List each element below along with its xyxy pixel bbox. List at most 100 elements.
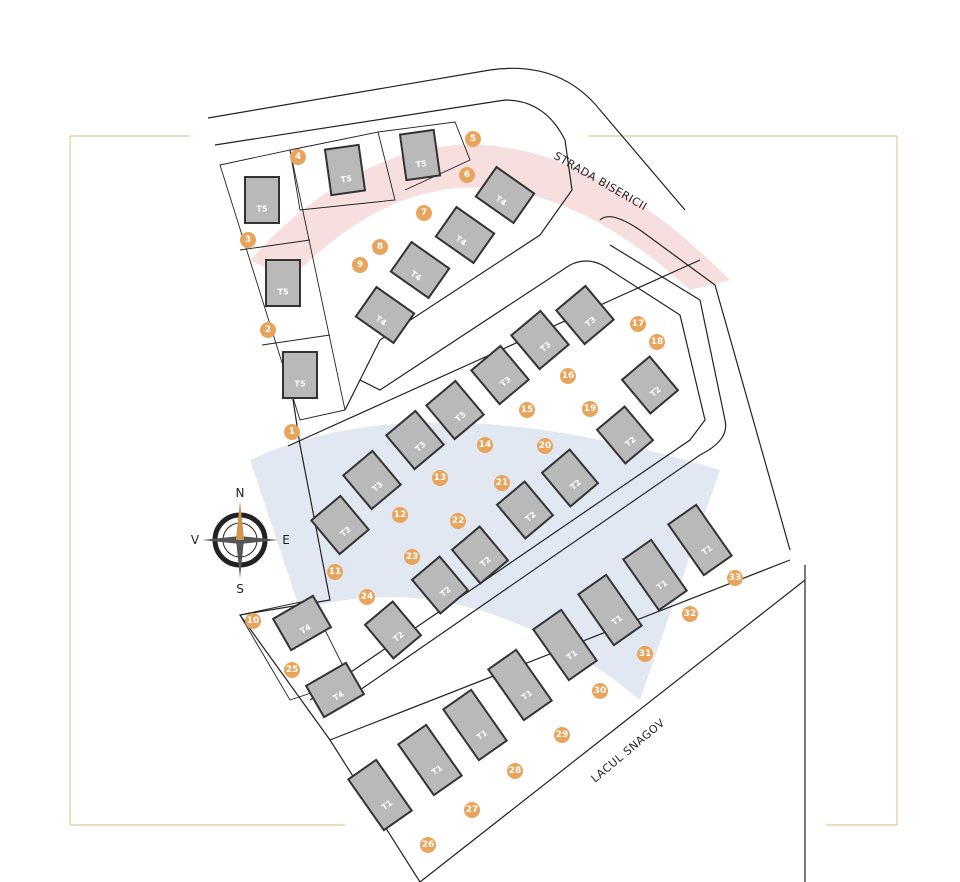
houses: T5T5T5T5T5T4T4T4T4T4T3T3T3T3T3T3T3T2T2T2…: [244, 128, 734, 832]
lot-number: 23: [406, 552, 419, 562]
house-footprint: [540, 448, 600, 508]
house-lot-25[interactable]: T4: [304, 661, 366, 719]
lot-number-badge-11[interactable]: 11: [327, 564, 343, 580]
house-footprint: [346, 758, 414, 832]
house-lot-11[interactable]: T3: [309, 494, 371, 556]
lot-number-badge-27[interactable]: 27: [464, 802, 480, 818]
house-lot-6[interactable]: T4: [474, 165, 536, 225]
compass-west: V: [191, 533, 200, 547]
house-lot-29[interactable]: T1: [486, 648, 554, 722]
badge-circle: [372, 239, 388, 255]
badge-circle: [582, 401, 598, 417]
house-lot-13[interactable]: T3: [384, 409, 446, 471]
house-lot-1[interactable]: T5: [282, 351, 318, 399]
lot-number: 24: [361, 592, 374, 602]
lot-number-badge-24[interactable]: 24: [359, 589, 375, 605]
house-lot-32[interactable]: T1: [621, 538, 689, 612]
lot-number-badge-10[interactable]: 10: [245, 613, 261, 629]
house-lot-22[interactable]: T2: [450, 525, 510, 585]
lot-number-badge-15[interactable]: 15: [519, 402, 535, 418]
frame: [69, 135, 898, 826]
house-footprint: [576, 573, 644, 647]
lot-number-badge-29[interactable]: 29: [554, 727, 570, 743]
house-lot-28[interactable]: T1: [441, 688, 509, 762]
lot-number-badge-28[interactable]: 28: [507, 763, 523, 779]
badge-circle: [537, 438, 553, 454]
house-lot-31[interactable]: T1: [576, 573, 644, 647]
house-lot-21[interactable]: T2: [495, 480, 555, 540]
house-lot-33[interactable]: T1: [666, 503, 734, 577]
lot-number-badge-26[interactable]: 26: [420, 837, 436, 853]
lot-number-badge-14[interactable]: 14: [477, 437, 493, 453]
lot-number-badge-6[interactable]: 6: [459, 167, 475, 183]
lot-number-badge-21[interactable]: 21: [494, 475, 510, 491]
lot-number: 14: [479, 440, 492, 450]
lot-number-badge-7[interactable]: 7: [416, 205, 432, 221]
house-lot-19[interactable]: T2: [595, 405, 655, 465]
lot-number: 27: [466, 805, 479, 815]
lot-number-badge-25[interactable]: 25: [284, 662, 300, 678]
lot-number-badge-19[interactable]: 19: [582, 401, 598, 417]
house-lot-4[interactable]: T5: [323, 143, 367, 197]
house-footprint: [450, 525, 510, 585]
house-lot-26[interactable]: T1: [346, 758, 414, 832]
lot-number: 2: [265, 325, 271, 335]
house-lot-24[interactable]: T2: [363, 600, 423, 660]
lot-number: 3: [245, 235, 251, 245]
lot-number-badge-33[interactable]: 33: [727, 570, 743, 586]
house-lot-5[interactable]: T5: [398, 128, 442, 182]
lot-number-badge-5[interactable]: 5: [465, 131, 481, 147]
lot-number-badge-9[interactable]: 9: [352, 257, 368, 273]
lot-number-badge-12[interactable]: 12: [392, 507, 408, 523]
house-lot-20[interactable]: T2: [540, 448, 600, 508]
compass-rose: N S E V: [191, 486, 290, 596]
house-lot-18[interactable]: T2: [620, 355, 680, 415]
house-lot-15[interactable]: T3: [469, 344, 531, 406]
house-lot-12[interactable]: T3: [341, 449, 403, 511]
lot-number-badge-4[interactable]: 4: [290, 149, 306, 165]
lot-number: 31: [639, 649, 652, 659]
badge-circle: [464, 802, 480, 818]
house-lot-2[interactable]: T5: [265, 259, 301, 307]
badge-circle: [450, 513, 466, 529]
lot-number-badge-31[interactable]: 31: [637, 646, 653, 662]
house-footprint: [398, 128, 442, 182]
badge-circle: [290, 149, 306, 165]
lot-number: 12: [394, 510, 407, 520]
house-lot-23[interactable]: T2: [410, 555, 470, 615]
badge-circle: [240, 232, 256, 248]
lot-number-badge-13[interactable]: 13: [432, 470, 448, 486]
badge-circle: [327, 564, 343, 580]
house-lot-10[interactable]: T4: [271, 594, 333, 652]
lot-number-badge-16[interactable]: 16: [560, 368, 576, 384]
lot-number-badge-2[interactable]: 2: [260, 322, 276, 338]
house-lot-16[interactable]: T3: [509, 309, 571, 371]
house-footprint: [595, 405, 655, 465]
house-lot-14[interactable]: T3: [424, 379, 486, 441]
lot-number-badge-23[interactable]: 23: [404, 549, 420, 565]
house-lot-17[interactable]: T3: [554, 284, 616, 346]
house-lot-30[interactable]: T1: [531, 608, 599, 682]
lot-number-badge-20[interactable]: 20: [537, 438, 553, 454]
lot-number-badge-3[interactable]: 3: [240, 232, 256, 248]
house-lot-27[interactable]: T1: [396, 723, 464, 797]
roads: [207, 67, 806, 882]
lot-number-badge-30[interactable]: 30: [592, 683, 608, 699]
house-lot-7[interactable]: T4: [434, 205, 496, 265]
house-footprint: [244, 176, 280, 224]
house-footprint: [410, 555, 470, 615]
house-lot-3[interactable]: T5: [244, 176, 280, 224]
compass-east: E: [282, 533, 290, 547]
house-lot-8[interactable]: T4: [389, 240, 451, 300]
lot-number-badge-32[interactable]: 32: [682, 606, 698, 622]
lot-number-badge-22[interactable]: 22: [450, 513, 466, 529]
house-lot-9[interactable]: T4: [354, 285, 416, 345]
lot-number-badge-17[interactable]: 17: [630, 316, 646, 332]
lot-number-badge-1[interactable]: 1: [284, 424, 300, 440]
lot-number-badge-18[interactable]: 18: [649, 334, 665, 350]
lot-number: 9: [357, 260, 363, 270]
house-footprint: [304, 661, 366, 719]
house-footprint: [424, 379, 486, 441]
house-footprint: [666, 503, 734, 577]
lot-number-badge-8[interactable]: 8: [372, 239, 388, 255]
